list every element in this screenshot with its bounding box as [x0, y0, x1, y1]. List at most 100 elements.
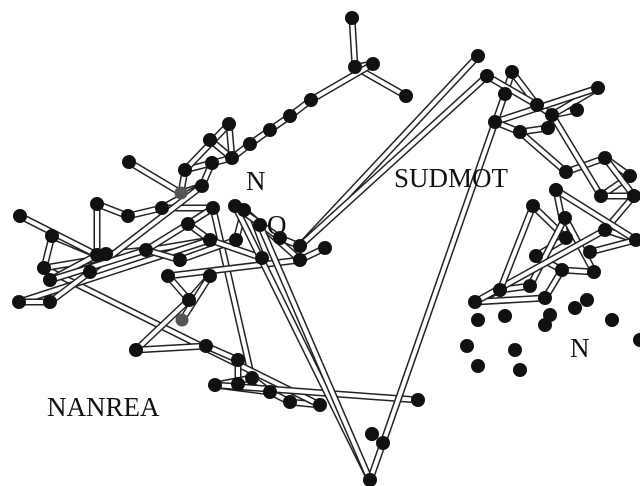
bond: [48, 246, 148, 284]
atom: [365, 427, 379, 441]
bond: [47, 269, 93, 305]
bond: [379, 92, 509, 445]
atom: [43, 273, 57, 287]
atom: [231, 353, 245, 367]
atom: [493, 283, 507, 297]
atom: [263, 385, 277, 399]
atom: [558, 211, 572, 225]
bond: [496, 204, 537, 292]
atom: [203, 233, 217, 247]
atom: [471, 359, 485, 373]
atom: [559, 231, 573, 245]
atom: [205, 156, 219, 170]
atom: [90, 197, 104, 211]
sudmot-nitrogen-label: N: [570, 333, 590, 363]
atom: [155, 201, 169, 215]
atom: [587, 265, 601, 279]
atom: [283, 395, 297, 409]
bond: [348, 17, 359, 68]
bond: [133, 297, 192, 353]
atom: [122, 155, 136, 169]
bond: [309, 60, 375, 104]
atom: [591, 81, 605, 95]
atom: [203, 269, 217, 283]
atom: [12, 295, 26, 309]
atom: [538, 318, 552, 332]
atom: [411, 393, 425, 407]
atom: [559, 165, 573, 179]
atom: [513, 363, 527, 377]
atom: [627, 189, 640, 203]
atom: [195, 179, 209, 193]
atom: [605, 313, 619, 327]
atom: [541, 121, 555, 135]
atom: [570, 103, 584, 117]
atom: [580, 293, 594, 307]
atom: [505, 65, 519, 79]
atom: [83, 265, 97, 279]
bond: [554, 187, 638, 243]
atom: [199, 339, 213, 353]
atom: [203, 133, 217, 147]
atom: [538, 291, 552, 305]
bond: [179, 274, 213, 322]
bond: [549, 113, 604, 198]
heteroatom: [175, 313, 189, 327]
atom: [348, 60, 362, 74]
atom: [229, 233, 243, 247]
bond: [602, 155, 637, 199]
atom: [181, 217, 195, 231]
atom: [529, 249, 543, 263]
atom: [568, 301, 582, 315]
atom: [206, 201, 220, 215]
atom: [623, 169, 637, 183]
bond: [182, 121, 232, 173]
atom-layer: [12, 11, 640, 486]
bond: [493, 84, 600, 126]
atom: [273, 231, 287, 245]
atom: [253, 218, 267, 232]
atom: [471, 313, 485, 327]
atom: [304, 93, 318, 107]
nanrea-label: NANREA: [47, 392, 160, 422]
atom: [633, 333, 640, 347]
atom: [480, 69, 494, 83]
atom: [182, 293, 196, 307]
atom: [468, 295, 482, 309]
atom: [313, 398, 327, 412]
atom: [498, 309, 512, 323]
bond: [209, 207, 256, 379]
atom: [629, 233, 640, 247]
atom: [345, 11, 359, 25]
atom: [530, 98, 544, 112]
atom: [13, 209, 27, 223]
atom: [45, 229, 59, 243]
atom: [228, 199, 242, 213]
atom: [583, 245, 597, 259]
atom: [598, 151, 612, 165]
bond: [589, 236, 637, 256]
atom: [121, 209, 135, 223]
nanrea-oxygen-label: O: [267, 210, 287, 240]
bond: [517, 129, 569, 175]
atom: [255, 251, 269, 265]
atom: [37, 261, 51, 275]
bond: [208, 236, 264, 262]
atom: [460, 339, 474, 353]
atom: [139, 243, 153, 257]
atom: [283, 109, 297, 123]
atom: [90, 248, 104, 262]
atom: [178, 163, 192, 177]
atom: [243, 137, 257, 151]
atom: [208, 378, 222, 392]
bond: [17, 236, 212, 306]
bond: [127, 158, 183, 197]
atom: [231, 377, 245, 391]
atom: [129, 343, 143, 357]
atom: [318, 241, 332, 255]
atom: [225, 151, 239, 165]
nanrea-nitrogen-label: N: [246, 166, 266, 196]
atom: [293, 239, 307, 253]
sudmot-label: SUDMOT: [394, 163, 509, 193]
